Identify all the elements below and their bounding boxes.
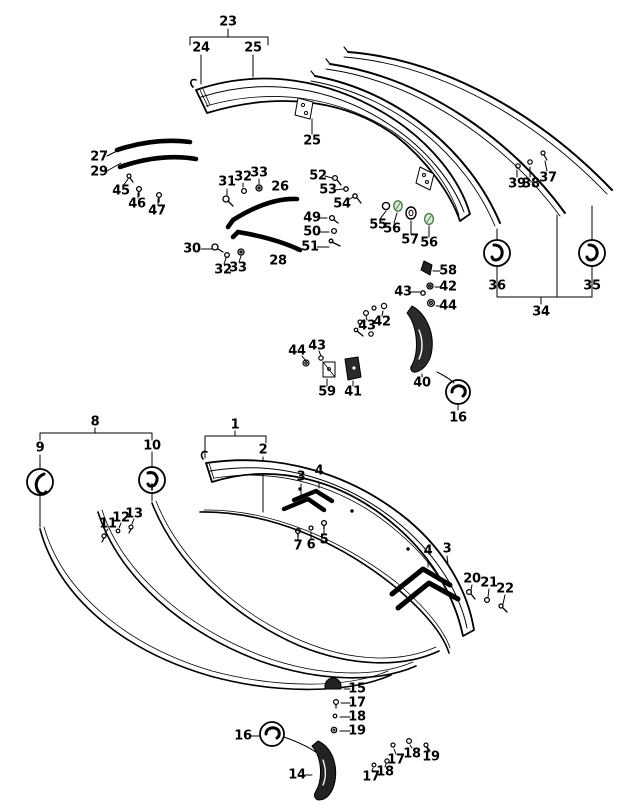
rear-bumper	[190, 77, 471, 222]
fasteners-11-13	[101, 524, 134, 543]
rear-bumper-assembly	[106, 28, 613, 411]
bumper-rails	[310, 46, 613, 227]
clamp-10	[138, 466, 166, 494]
guards-3-4-middle	[281, 488, 335, 513]
fasteners-20-22	[465, 588, 508, 613]
front-bumper	[200, 450, 475, 637]
clamp-9	[26, 468, 54, 496]
grommets-55-57	[381, 200, 435, 226]
fasteners-mid-cluster	[302, 302, 388, 367]
clamp-35	[578, 239, 606, 267]
clamp-36	[483, 239, 511, 267]
brackets-26-28	[225, 196, 303, 253]
fasteners-52-54	[331, 174, 362, 204]
fasteners-31-33	[222, 184, 263, 207]
bottom-parts-cluster	[311, 677, 431, 801]
fasteners-45-47	[126, 173, 163, 203]
trim-strips-27-29	[114, 138, 199, 170]
trim-strips-front	[39, 500, 451, 691]
fasteners-5-7	[294, 519, 328, 538]
guards-3-4-right	[389, 566, 461, 611]
callout-lines-top	[106, 28, 593, 411]
brackets-40-41-59	[322, 305, 433, 381]
fasteners-58-42-43-44	[420, 260, 436, 308]
front-bumper-assembly	[26, 427, 508, 801]
fasteners-49-51	[328, 214, 341, 247]
clamp-16-bottom	[259, 721, 318, 754]
clamp-16-top	[436, 371, 471, 405]
callout-lines-bottom	[39, 427, 506, 776]
fasteners-30-32-33	[211, 243, 245, 258]
fasteners-37-39	[515, 150, 548, 169]
